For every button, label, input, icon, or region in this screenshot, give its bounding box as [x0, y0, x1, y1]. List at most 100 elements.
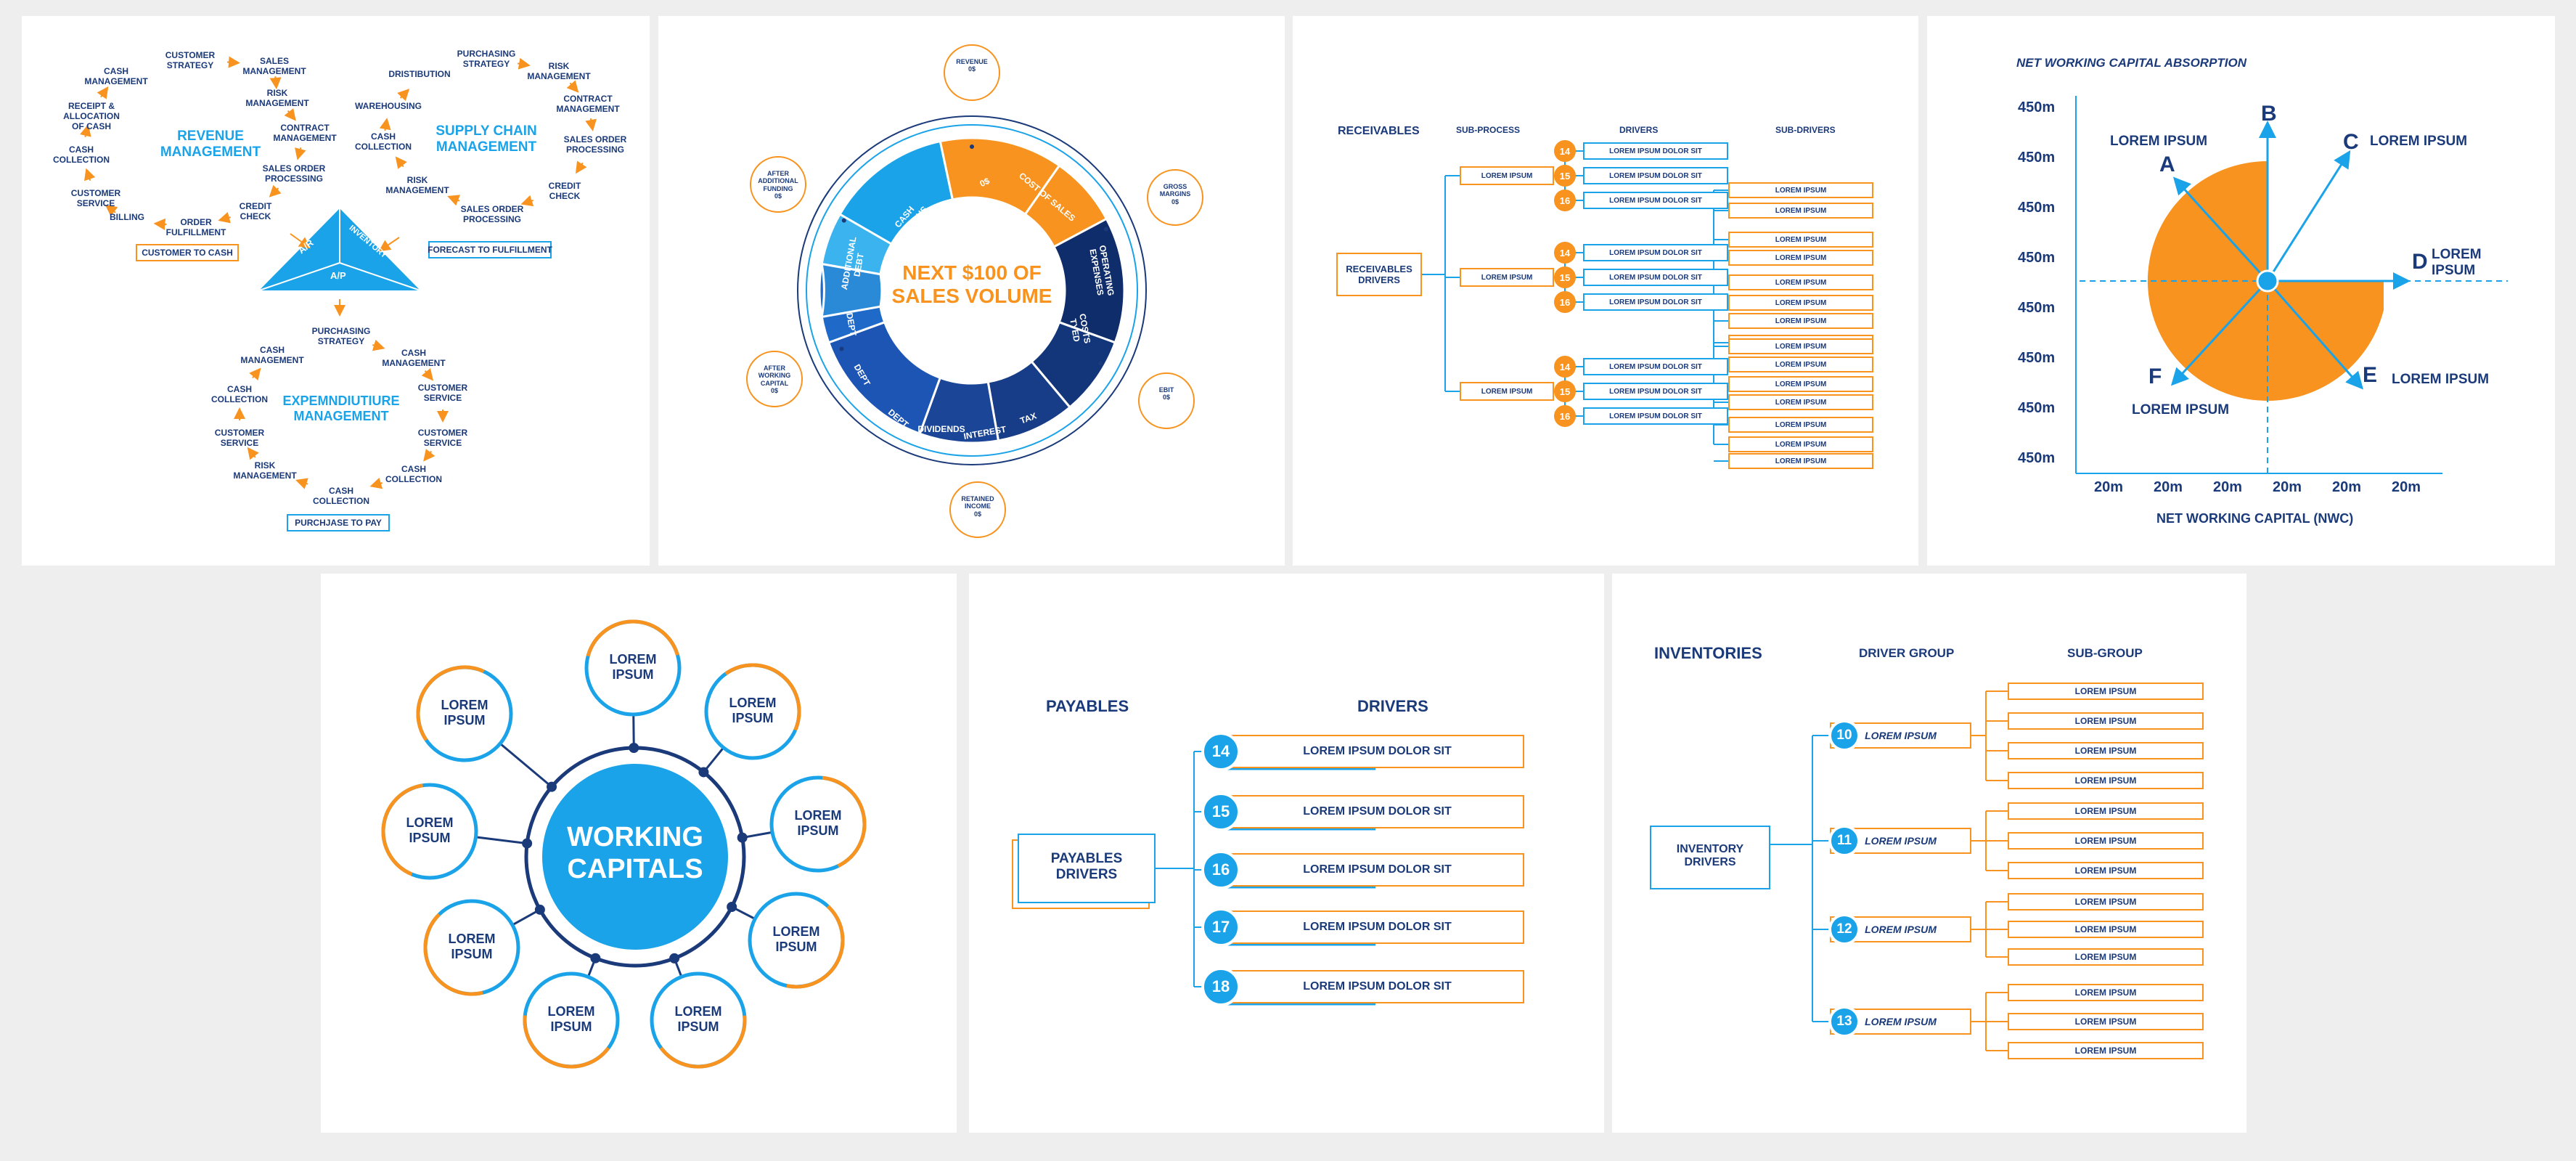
donut-bubble-label: RETAINED INCOME 0$ — [961, 495, 994, 518]
donut-segment — [820, 262, 883, 319]
inv-root: INVENTORY DRIVERS — [1650, 826, 1770, 889]
wc-item: LOREM IPSUM — [609, 652, 657, 682]
wc-item: LOREM IPSUM — [772, 924, 820, 954]
inv-subgroup: LOREM IPSUM — [2008, 683, 2204, 700]
rec-driver-number: 15 — [1554, 380, 1576, 402]
inv-number: 11 — [1828, 825, 1860, 857]
donut-bubble-label: AFTER ADDITIONAL FUNDING 0$ — [758, 170, 798, 200]
cycle-arrow — [284, 108, 296, 121]
cycle-arrow — [269, 76, 282, 89]
rec-subdriver: LOREM IPSUM — [1728, 295, 1873, 311]
inv-subgroup: LOREM IPSUM — [2008, 893, 2204, 911]
inv-line — [1971, 902, 1987, 957]
nwc-vector — [2170, 280, 2269, 386]
triangle-divider — [339, 262, 421, 291]
rec-subdriver: LOREM IPSUM — [1728, 313, 1873, 329]
cycle-item: CUSTOMER SERVICE — [417, 383, 468, 403]
rec-driver: LOREM IPSUM DOLOR SIT — [1583, 244, 1728, 261]
nwc-y-tick: 450m — [2018, 350, 2056, 366]
wc-item: LOREM IPSUM — [448, 932, 496, 961]
cycle-item: RISK MANAGEMENT — [527, 61, 591, 81]
rec-driver-number: 14 — [1554, 242, 1576, 264]
inv-number: 12 — [1828, 913, 1860, 945]
nwc-letter: C — [2343, 130, 2359, 154]
cycle-item: SALES ORDER PROCESSING — [460, 204, 524, 224]
inv-subgroup: LOREM IPSUM — [2008, 1042, 2204, 1059]
inv-root-line — [1770, 736, 1813, 1022]
cycle-item: PURCHASING STRATEGY — [457, 49, 516, 69]
cycle-arrow — [105, 204, 118, 216]
donut-bubble-label: REVENUE 0$ — [956, 58, 988, 73]
rec-driver: LOREM IPSUM DOLOR SIT — [1583, 383, 1728, 400]
nwc-vector — [2266, 150, 2351, 282]
wc-item-arc — [822, 775, 867, 868]
pay-number: 14 — [1201, 732, 1240, 771]
rec-driver: LOREM IPSUM DOLOR SIT — [1583, 269, 1728, 286]
donut-bubble — [949, 481, 1006, 538]
cycle-item: CASH COLLECTION — [355, 131, 412, 152]
rec-subprocess: LOREM IPSUM — [1460, 166, 1554, 185]
donut-bubble — [1138, 372, 1195, 429]
rec-driver-number: 14 — [1554, 140, 1576, 162]
donut-dot — [973, 433, 978, 438]
pay-drivers-header: DRIVERS — [1357, 697, 1428, 715]
nwc-y-tick: 450m — [2018, 150, 2056, 166]
cycle-item: BILLING — [110, 212, 144, 222]
cycle-arrow — [517, 57, 531, 70]
nwc-label: LOREM IPSUM — [2370, 134, 2468, 149]
inv-subgroup: LOREM IPSUM — [2008, 832, 2204, 850]
cycle-arrow — [97, 86, 109, 99]
wc-item: LOREM IPSUM — [674, 1004, 722, 1034]
cycle-item: DRISTIBUTION — [388, 69, 451, 79]
donut-dot — [970, 144, 974, 149]
wc-item: LOREM IPSUM — [441, 698, 488, 728]
pay-number: 16 — [1201, 850, 1240, 889]
cycle-arrow — [520, 195, 534, 207]
wc-spoke — [500, 744, 553, 788]
tag-forecast: FORECAST TO FULFILLMENT — [428, 241, 552, 258]
rec-subdriver: LOREM IPSUM — [1728, 394, 1873, 410]
cycle-arrows — [80, 56, 597, 489]
donut-dot — [841, 218, 846, 223]
wc-dot — [547, 781, 557, 792]
cycle-arrow — [290, 233, 311, 249]
pay-driver: LOREM IPSUM DOLOR SIT — [1230, 735, 1524, 768]
inv-header: INVENTORIES — [1654, 644, 1762, 662]
cycle-item: CONTRACT MANAGEMENT — [273, 123, 337, 143]
donut-bubble-label: GROSS MARGINS 0$ — [1159, 183, 1191, 205]
inv-subgroup: LOREM IPSUM — [2008, 921, 2204, 938]
cycle-arrow — [80, 124, 91, 138]
pay-driver: LOREM IPSUM DOLOR SIT — [1230, 795, 1524, 828]
rec-subdriver: LOREM IPSUM — [1728, 376, 1873, 392]
rec-header-receivables: RECEIVABLES — [1338, 125, 1420, 137]
rec-root-line — [1422, 176, 1446, 391]
rec-driver-number: 16 — [1554, 190, 1576, 211]
cycle-item: CASH COLLECTION — [313, 486, 369, 506]
pay-number: 15 — [1201, 792, 1240, 831]
cycle-arrow — [269, 184, 282, 197]
donut-center: NEXT $100 OF SALES VOLUME — [891, 261, 1052, 308]
nwc-letter: E — [2363, 363, 2378, 387]
cycle-item: CASH MANAGEMENT — [84, 66, 148, 86]
inv-subgroup: LOREM IPSUM — [2008, 1013, 2204, 1030]
cycle-item: CASH MANAGEMENT — [240, 345, 304, 365]
wc-dot — [522, 838, 533, 849]
nwc-letter: F — [2148, 364, 2162, 388]
nwc-x-tick: 20m — [2332, 479, 2362, 495]
donut-outer-ring-2 — [806, 124, 1138, 457]
cycle-item: WAREHOUSING — [354, 101, 422, 111]
rec-driver: LOREM IPSUM DOLOR SIT — [1583, 192, 1728, 209]
pay-header: PAYABLES — [1046, 697, 1129, 715]
cycle-item: SALES ORDER PROCESSING — [563, 134, 627, 155]
nwc-y-tick: 450m — [2018, 99, 2056, 115]
donut-dot — [1097, 361, 1103, 366]
wc-dot — [698, 767, 709, 778]
cycle-item: CASH COLLECTION — [385, 464, 442, 484]
cycle-arrow — [247, 447, 259, 460]
cycle-arrow — [395, 156, 407, 169]
cycle-arrow — [226, 56, 240, 68]
donut-bubble — [1147, 169, 1203, 226]
nwc-y-tick: 450m — [2018, 200, 2056, 216]
